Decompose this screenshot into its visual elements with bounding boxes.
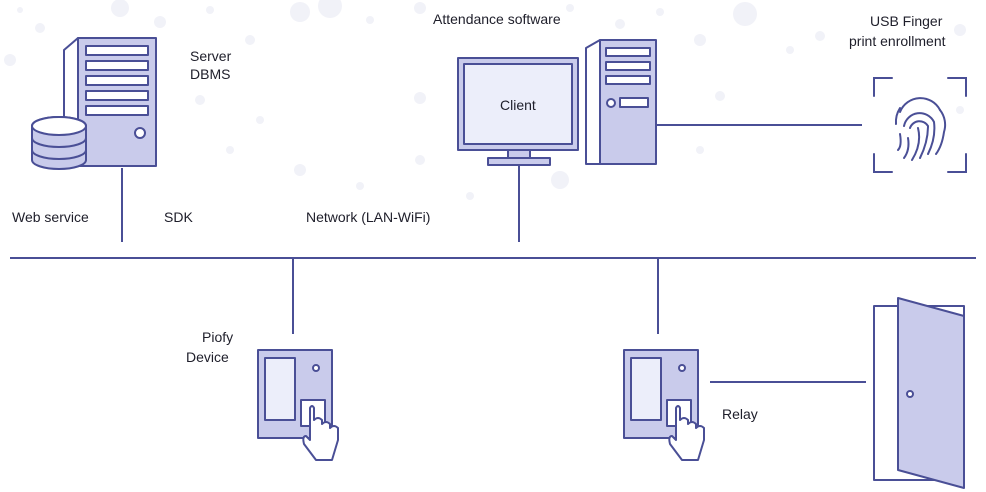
desktop-tower-icon [585, 39, 657, 165]
relay-label: Relay [722, 406, 758, 422]
device-label: Device [186, 349, 229, 365]
server-label: Server [190, 48, 232, 64]
network-lines [10, 124, 976, 383]
web-service-label: Web service [12, 209, 89, 225]
print-enrollment-label: print enrollment [849, 33, 946, 49]
database-icon [31, 116, 87, 170]
usb-finger-label: USB Finger [870, 13, 943, 29]
background-dots [4, 0, 966, 200]
piofy-label: Piofy [202, 329, 234, 345]
attendance-software-label: Attendance software [433, 11, 561, 27]
fingerprint-scanner-icon [873, 77, 967, 173]
monitor-icon [457, 57, 579, 166]
sdk-label: SDK [164, 209, 193, 225]
client-label: Client [500, 97, 536, 113]
dbms-label: DBMS [190, 66, 231, 82]
fingerprint-device-icon [623, 349, 705, 461]
door-icon [873, 297, 965, 489]
fingerprint-device-icon [257, 349, 339, 461]
network-label: Network (LAN-WiFi) [306, 209, 431, 225]
